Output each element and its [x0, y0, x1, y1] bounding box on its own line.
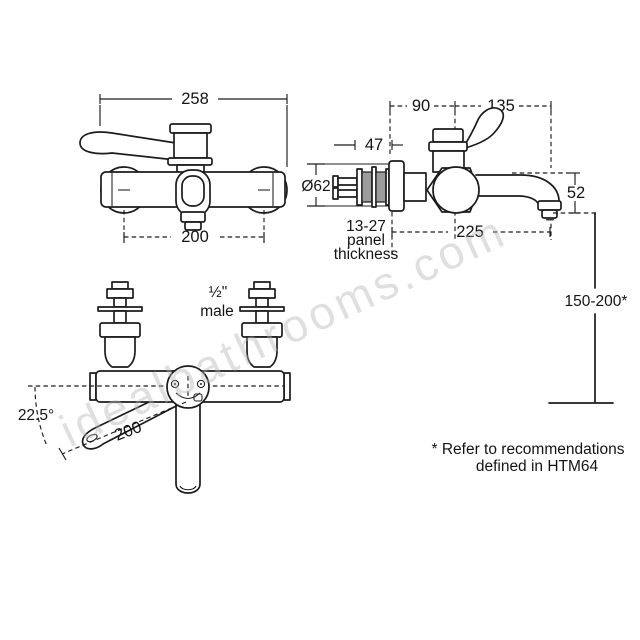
dim-swing-angle: 22.5° — [18, 386, 54, 447]
plan-cartridge-circle — [166, 365, 210, 409]
front-spout — [175, 169, 211, 231]
panel-word-label: panel — [347, 232, 385, 249]
side-wall-flange — [388, 160, 405, 212]
plan-spout — [175, 399, 201, 494]
side-body-tube — [403, 172, 427, 202]
backnut — [375, 171, 387, 203]
footnote-line2: defined in HTM64 — [476, 458, 599, 475]
dim-225: 225 — [391, 212, 551, 258]
front-cartridge — [167, 123, 213, 175]
dim-225-label: 225 — [456, 223, 484, 241]
plan-left-connection — [97, 281, 143, 368]
footnote-line1: * Refer to recommendations — [432, 441, 625, 458]
backnut — [361, 171, 373, 203]
footnote: * Refer to recommendations defined in HT… — [432, 441, 625, 475]
plan-right-connection — [239, 281, 285, 368]
front-view: 258 — [79, 90, 389, 246]
plan-view: ½" male 200 — [18, 281, 291, 494]
thread-size-label: ½" — [209, 284, 227, 301]
side-view: 90 135 47 — [332, 97, 628, 404]
dim-hole-centres: 200 — [123, 210, 265, 246]
dim-flange-diameter: Ø62 — [301, 163, 389, 207]
thread-gender-label: male — [200, 303, 234, 320]
front-lever-handle — [79, 131, 177, 161]
supply-assembly — [332, 160, 405, 212]
dim-47-label: 47 — [365, 136, 383, 154]
dim-150-200-label: 150-200* — [565, 293, 628, 310]
panel-range-label: 13-27 — [346, 218, 386, 235]
thickness-word-label: thickness — [334, 246, 399, 263]
dim-258-label: 258 — [181, 90, 209, 108]
dim-install-height: 150-200* — [548, 212, 628, 404]
dim-62-label: Ø62 — [301, 178, 330, 195]
dim-52-label: 52 — [567, 184, 585, 202]
dim-90-label: 90 — [412, 97, 430, 115]
plan-lever-handle — [81, 388, 181, 450]
dim-overall-width: 258 — [99, 90, 288, 167]
side-cartridge — [428, 128, 468, 173]
dim-200-front-label: 200 — [181, 228, 209, 246]
angle-label: 22.5° — [18, 407, 54, 424]
dim-47: 47 — [334, 136, 403, 154]
panel-thickness-note: 13-27 panel thickness — [334, 218, 399, 263]
plan-right-cap — [283, 372, 291, 401]
aerator-tip — [546, 217, 554, 221]
side-control-knob — [432, 166, 480, 214]
dim-52: 52 — [512, 172, 597, 214]
side-spout — [475, 174, 562, 221]
